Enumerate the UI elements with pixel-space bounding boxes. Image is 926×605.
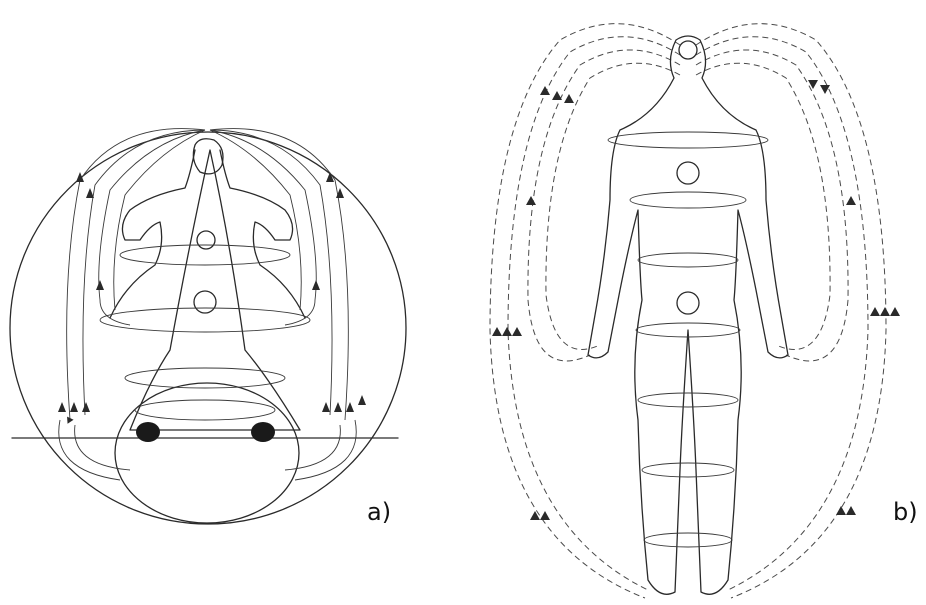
hatched-base [115, 383, 299, 523]
chakra-solar [194, 291, 216, 313]
body-silhouette [588, 36, 788, 594]
arrowheads-a [58, 172, 366, 412]
outer-field-circle [10, 132, 406, 524]
field-lines-right [210, 129, 356, 480]
chakra-sacral [677, 292, 699, 314]
spiral-ring-1 [120, 245, 290, 265]
panel-label-a: a) [367, 498, 391, 526]
arrowheads-b [492, 80, 900, 520]
spiral-ring-3 [125, 368, 285, 388]
left-knee-dot [136, 422, 160, 442]
right-knee-dot [251, 422, 275, 442]
chakra-heart [677, 162, 699, 184]
spiral-ring-2 [100, 308, 310, 332]
diagram-b-standing-figure-field [470, 0, 926, 605]
spiral-ring-4 [135, 400, 275, 420]
chakra-heart [197, 231, 215, 249]
figure-outline [110, 150, 305, 318]
chakra-crown [679, 41, 697, 59]
panel-label-b: b) [893, 498, 918, 526]
